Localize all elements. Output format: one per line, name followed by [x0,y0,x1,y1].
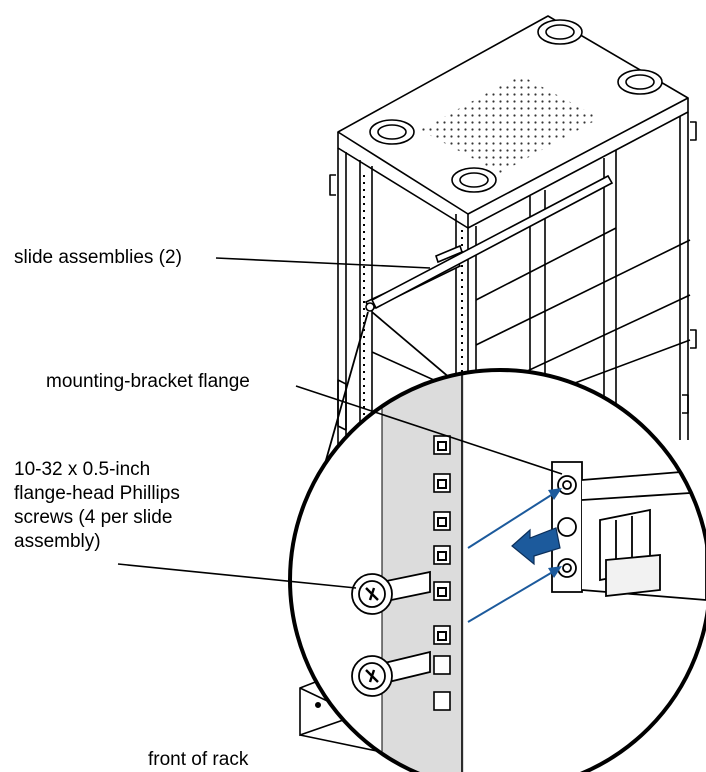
insertion-arrow-icon [467,488,562,623]
label-screws-line: assembly) [14,531,101,552]
leader-slide-assemblies [215,257,431,269]
label-screws-line: flange-head Phillips [14,483,180,504]
slide-assembly-rails [364,174,614,312]
callout-leaders [117,257,563,589]
label-screws: 10-32 x 0.5-inch flange-head Phillips sc… [14,458,180,554]
leader-flange [295,385,563,475]
label-front-of-rack: front of rack [148,749,249,770]
cable-port-icon [369,19,663,193]
label-screws-line: screws (4 per slide [14,507,173,528]
rack-top-vent [420,75,600,173]
rack-cabinet [329,15,697,710]
zoom-detail [288,368,706,772]
label-slide-assemblies: slide assemblies (2) [14,247,182,268]
phillips-screw-icon [351,650,431,697]
mounting-bracket-flange [551,461,706,601]
label-screws-line: 10-32 x 0.5-inch [14,459,151,480]
label-mounting-bracket-flange: mounting-bracket flange [46,371,250,392]
leader-screws [117,563,357,589]
phillips-screw-icon [351,570,431,615]
